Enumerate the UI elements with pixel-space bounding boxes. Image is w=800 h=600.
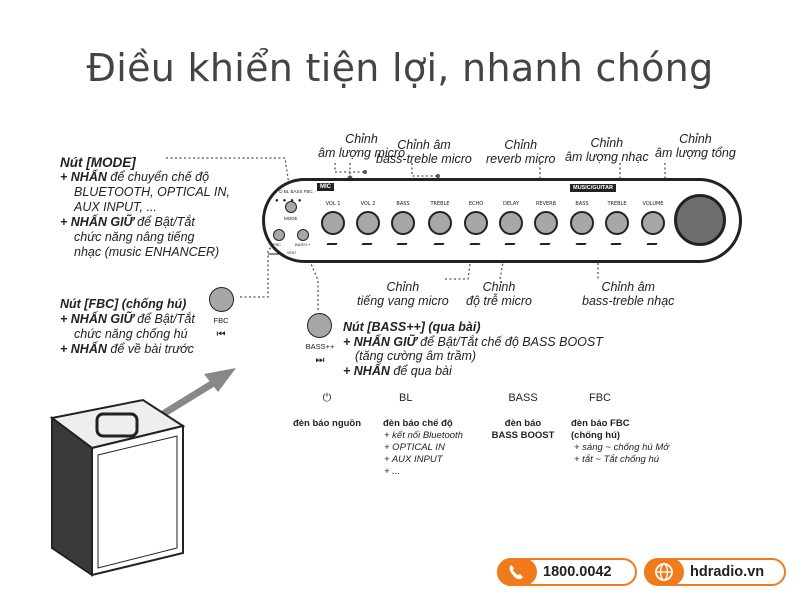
knob-label-music-treble: TREBLE xyxy=(607,201,627,207)
knob-delay[interactable] xyxy=(499,211,523,235)
knob-music-volume[interactable] xyxy=(641,211,665,235)
phone-pill[interactable]: 1800.0042 xyxy=(497,558,637,586)
website-pill[interactable]: hdradio.vn xyxy=(644,558,786,586)
panel-bass-button[interactable] xyxy=(297,229,309,241)
indicator-mode: BL đèn báo chế độ + kết nối Bluetooth + … xyxy=(383,392,463,477)
fbc-button-label: FBC ⏮ xyxy=(206,314,236,342)
mode-label: MODE xyxy=(284,216,298,221)
knob-vol1[interactable] xyxy=(321,211,345,235)
knob-label-music-volume: VOLUME xyxy=(642,201,664,207)
knob-label-mic-treble: TREBLE xyxy=(430,201,450,207)
indicator-labels: ⏻ BL BASS FBC xyxy=(279,189,313,194)
music-badge: MUSIC/GUITAR xyxy=(570,184,616,192)
panel-fbc-button[interactable] xyxy=(273,229,285,241)
fbc-note: Nút [FBC] (chống hú) + NHẤN GIỮ để Bật/T… xyxy=(60,297,195,356)
indicator-power: ⏻ đèn báo nguồn xyxy=(283,392,371,430)
globe-icon xyxy=(644,558,684,586)
knob-label-mic-bass: BASS xyxy=(396,201,410,207)
knob-mic-treble[interactable] xyxy=(428,211,452,235)
indicator-fbc: FBC đèn báo FBC (chống hú) + sáng ~ chốn… xyxy=(571,392,669,465)
indicator-bass: BASS đèn báo BASS BOOST xyxy=(491,392,555,441)
mic-badge: MIC xyxy=(317,183,334,191)
knob-label-delay: DELAY xyxy=(503,201,519,207)
knob-music-treble[interactable] xyxy=(605,211,629,235)
knob-echo[interactable] xyxy=(464,211,488,235)
knob-label-music-bass: BASS xyxy=(575,201,589,207)
speaker-illustration xyxy=(49,398,186,577)
knob-mic-bass[interactable] xyxy=(391,211,415,235)
previous-icon: ⏮ xyxy=(216,329,226,340)
knob-vol2[interactable] xyxy=(356,211,380,235)
control-panel: MIC MUSIC/GUITAR ⏻ BL BASS FBC ●●●● MODE… xyxy=(262,178,742,263)
power-icon: ⏻ xyxy=(322,392,332,404)
knob-label-vol1: VOL 1 xyxy=(325,201,341,207)
knob-music-bass[interactable] xyxy=(570,211,594,235)
knob-reverb[interactable] xyxy=(534,211,558,235)
mode-note: Nút [MODE] + NHẤN để chuyển chế độ BLUET… xyxy=(60,155,230,259)
panel-fbc-label: FBC xyxy=(273,242,281,247)
knob-label-echo: ECHO xyxy=(468,201,484,207)
power-icon: ⏻ xyxy=(279,189,283,194)
panel-bass-label: BASS++ xyxy=(295,242,311,247)
knob-label-reverb: REVERB xyxy=(535,201,557,207)
mode-button[interactable] xyxy=(285,201,297,213)
bass-note: Nút [BASS++] (qua bài) + NHẤN GIỮ để Bật… xyxy=(343,320,603,378)
bass-plus-button[interactable] xyxy=(307,313,332,338)
page-title: Điều khiển tiện lợi, nhanh chóng xyxy=(86,46,714,90)
knob-label-vol2: VOL 2 xyxy=(360,201,376,207)
vent-label: VENT xyxy=(287,251,297,255)
next-icon: ⏭ xyxy=(315,355,325,366)
fbc-button[interactable] xyxy=(209,287,234,312)
phone-icon xyxy=(497,558,537,586)
master-volume-knob[interactable] xyxy=(674,194,726,246)
bass-plus-button-label: BASS++ ⏭ xyxy=(301,340,339,368)
